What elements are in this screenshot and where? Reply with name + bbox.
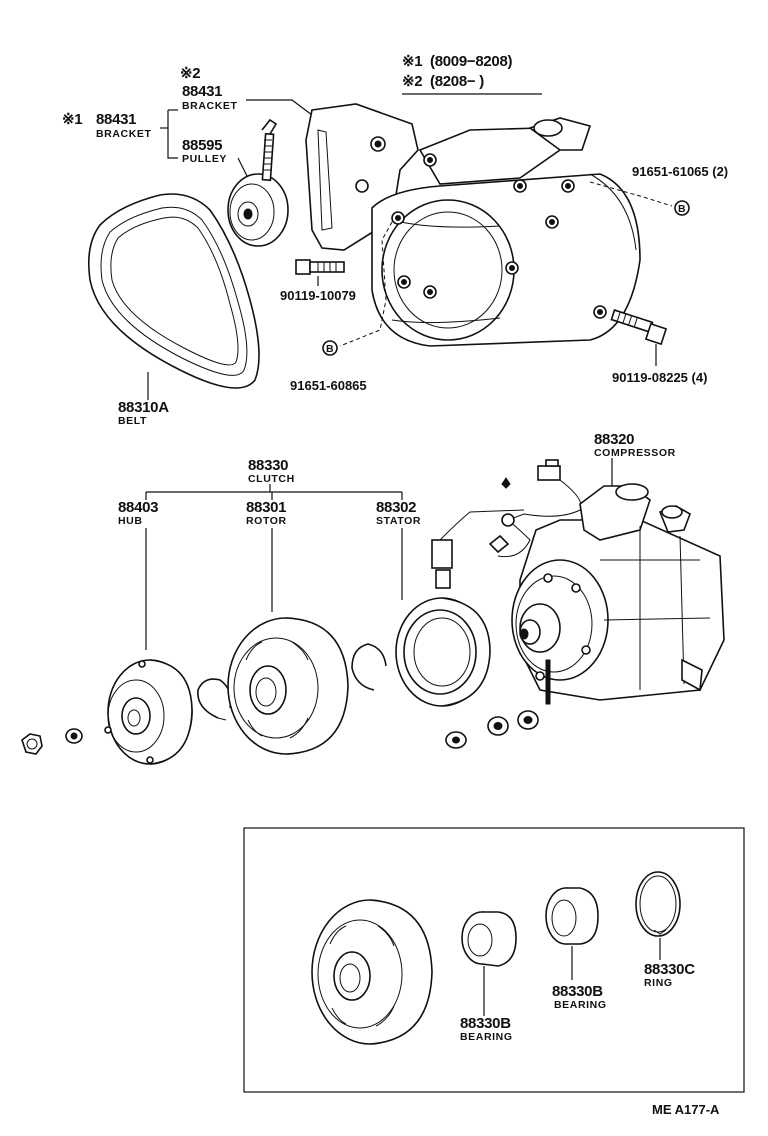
snap-ring-b-drawing: [351, 643, 387, 691]
bolt-left-drawing: [295, 259, 345, 275]
ref-b-lower: B: [322, 221, 393, 356]
compressor-drawing: [511, 483, 725, 705]
legend: ※1 (8009−8208) ※2 (8208− ): [402, 53, 542, 95]
hub-desc: HUB: [118, 515, 143, 527]
inset-bearing-a-drawing: [461, 911, 517, 967]
diagram-code: ME A177-A: [652, 1102, 720, 1117]
snap-ring-a-drawing: [197, 678, 232, 721]
compressor-desc: COMPRESSOR: [594, 447, 676, 459]
stator-drawing: [395, 509, 525, 707]
bearing-b-part: 88330B: [552, 983, 603, 1000]
clutch-part: 88330: [248, 457, 288, 474]
legend-mark-2: ※2: [402, 73, 422, 90]
stator-desc: STATOR: [376, 515, 421, 527]
bracket-a-part: 88431: [182, 83, 222, 100]
bracket-b-desc: BRACKET: [96, 128, 152, 140]
legend-range-2: (8208− ): [430, 73, 484, 90]
hub-washer-drawing: [65, 728, 83, 744]
bracket-b-part: 88431: [96, 111, 136, 128]
inset-ring-drawing: [635, 871, 681, 937]
shim-washers-drawing: [445, 710, 539, 749]
compressor-part: 88320: [594, 431, 634, 448]
bracket-leaders: [160, 99, 317, 179]
stator-part: 88302: [376, 499, 416, 516]
bolt-lower-left-part: 91651-60865: [290, 378, 367, 393]
ref-b-upper-label: B: [678, 203, 686, 215]
clutch-leaders: [145, 484, 403, 500]
idler-pulley-drawing: [227, 118, 289, 247]
rotor-part: 88301: [246, 499, 286, 516]
bearing-b-desc: BEARING: [554, 999, 607, 1011]
hub-nut-drawing: [21, 733, 43, 755]
ref-b-upper: B: [589, 181, 690, 216]
inset-bearing-b-drawing: [545, 887, 599, 945]
belt-drawing: [87, 193, 260, 389]
bolt-upper-right-part: 91651-61065 (2): [632, 164, 728, 179]
ref-b-lower-label: B: [326, 343, 334, 355]
legend-mark-1: ※1: [402, 53, 422, 70]
ring-part: 88330C: [644, 961, 695, 978]
belt-part: 88310A: [118, 399, 169, 416]
pulley-desc: PULLEY: [182, 153, 227, 165]
bolt-lower-right-drawing: [610, 309, 668, 346]
bolt-left-part: 90119-10079: [280, 288, 356, 303]
hub-part: 88403: [118, 499, 158, 516]
inset-frame: [243, 827, 745, 1093]
rotor-desc: ROTOR: [246, 515, 287, 527]
belt-desc: BELT: [118, 415, 147, 427]
bracket-a-desc: BRACKET: [182, 100, 238, 112]
callout-mark-1: ※1: [62, 111, 82, 128]
clutch-desc: CLUTCH: [248, 473, 295, 485]
hub-drawing: [104, 659, 193, 765]
legend-range-1: (8009−8208): [430, 53, 512, 70]
bolt-lower-right-part: 90119-08225 (4): [612, 370, 707, 385]
compressor-assembly-top-drawing: [305, 103, 641, 347]
inset-rotor-drawing: [311, 899, 433, 1045]
pulley-part: 88595: [182, 137, 222, 154]
callout-mark-2: ※2: [180, 65, 200, 82]
rotor-drawing: [227, 617, 349, 755]
bearing-a-desc: BEARING: [460, 1031, 513, 1043]
bearing-a-part: 88330B: [460, 1015, 511, 1032]
ring-desc: RING: [644, 977, 673, 989]
